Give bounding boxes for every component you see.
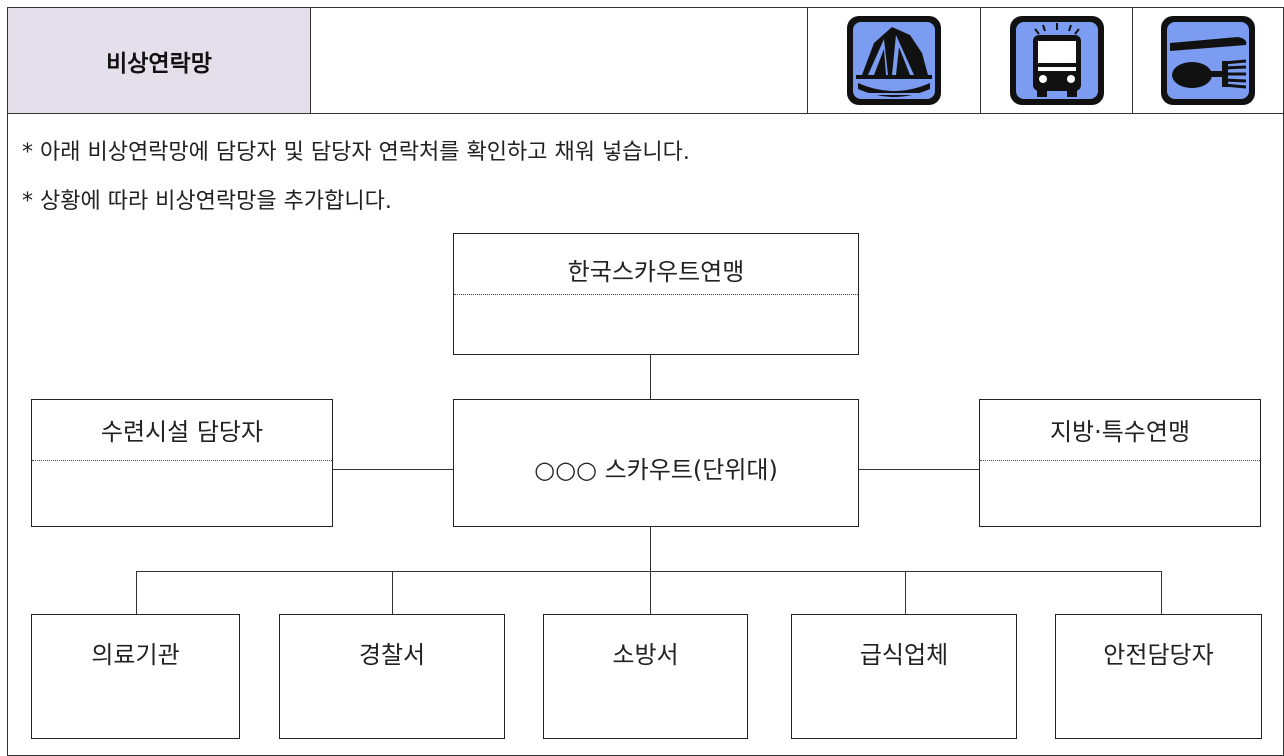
org-box-bottom-2: 경찰서 <box>279 614 505 739</box>
ship-icon <box>847 16 941 105</box>
box-divider <box>980 460 1260 461</box>
bus-icon <box>1009 16 1104 105</box>
org-box-bottom-3: 소방서 <box>543 614 748 739</box>
org-box-bottom-label: 의료기관 <box>91 641 180 669</box>
org-box-center: ○○○ 스카우트(단위대) <box>453 399 859 527</box>
org-box-top: 한국스카우트연맹 <box>453 233 859 355</box>
cutlery-icon-cell <box>1132 7 1284 114</box>
header-spacer <box>311 7 808 114</box>
cutlery-icon <box>1161 16 1255 105</box>
connector-down <box>650 526 651 572</box>
org-box-bottom-label: 안전담당자 <box>1103 641 1214 669</box>
org-box-top-label: 한국스카우트연맹 <box>567 258 745 286</box>
instruction-2: * 상황에 따라 비상연락망을 추가합니다. <box>22 189 392 214</box>
connector-bus <box>136 571 1161 572</box>
org-box-bottom-4: 급식업체 <box>791 614 1017 739</box>
box-divider <box>32 460 332 461</box>
org-box-left-label: 수련시설 담당자 <box>100 418 264 446</box>
connector-b1 <box>136 571 137 614</box>
org-box-left: 수련시설 담당자 <box>31 399 333 527</box>
connector-b4 <box>905 571 906 614</box>
page-title-text: 비상연락망 <box>106 50 212 77</box>
connector-b2 <box>392 571 393 614</box>
connector-b5 <box>1161 571 1162 614</box>
org-box-bottom-label: 급식업체 <box>859 641 949 669</box>
instruction-1: * 아래 비상연락망에 담당자 및 담당자 연락처를 확인하고 채워 넣습니다. <box>22 140 690 165</box>
org-box-bottom-5: 안전담당자 <box>1055 614 1262 739</box>
org-box-right: 지방·특수연맹 <box>979 399 1261 527</box>
org-box-center-label: ○○○ 스카우트(단위대) <box>534 456 778 484</box>
connector-b3 <box>650 571 651 614</box>
box-divider <box>454 294 858 295</box>
org-box-bottom-label: 소방서 <box>612 641 679 669</box>
connector-top <box>650 354 651 400</box>
bus-icon-cell <box>980 7 1133 114</box>
org-box-bottom-label: 경찰서 <box>358 641 426 669</box>
connector-left <box>332 469 454 470</box>
page-title: 비상연락망 <box>7 7 311 114</box>
ship-icon-cell <box>807 7 981 114</box>
connector-right <box>858 469 980 470</box>
org-box-right-label: 지방·특수연맹 <box>1049 418 1191 446</box>
org-box-bottom-1: 의료기관 <box>31 614 240 739</box>
